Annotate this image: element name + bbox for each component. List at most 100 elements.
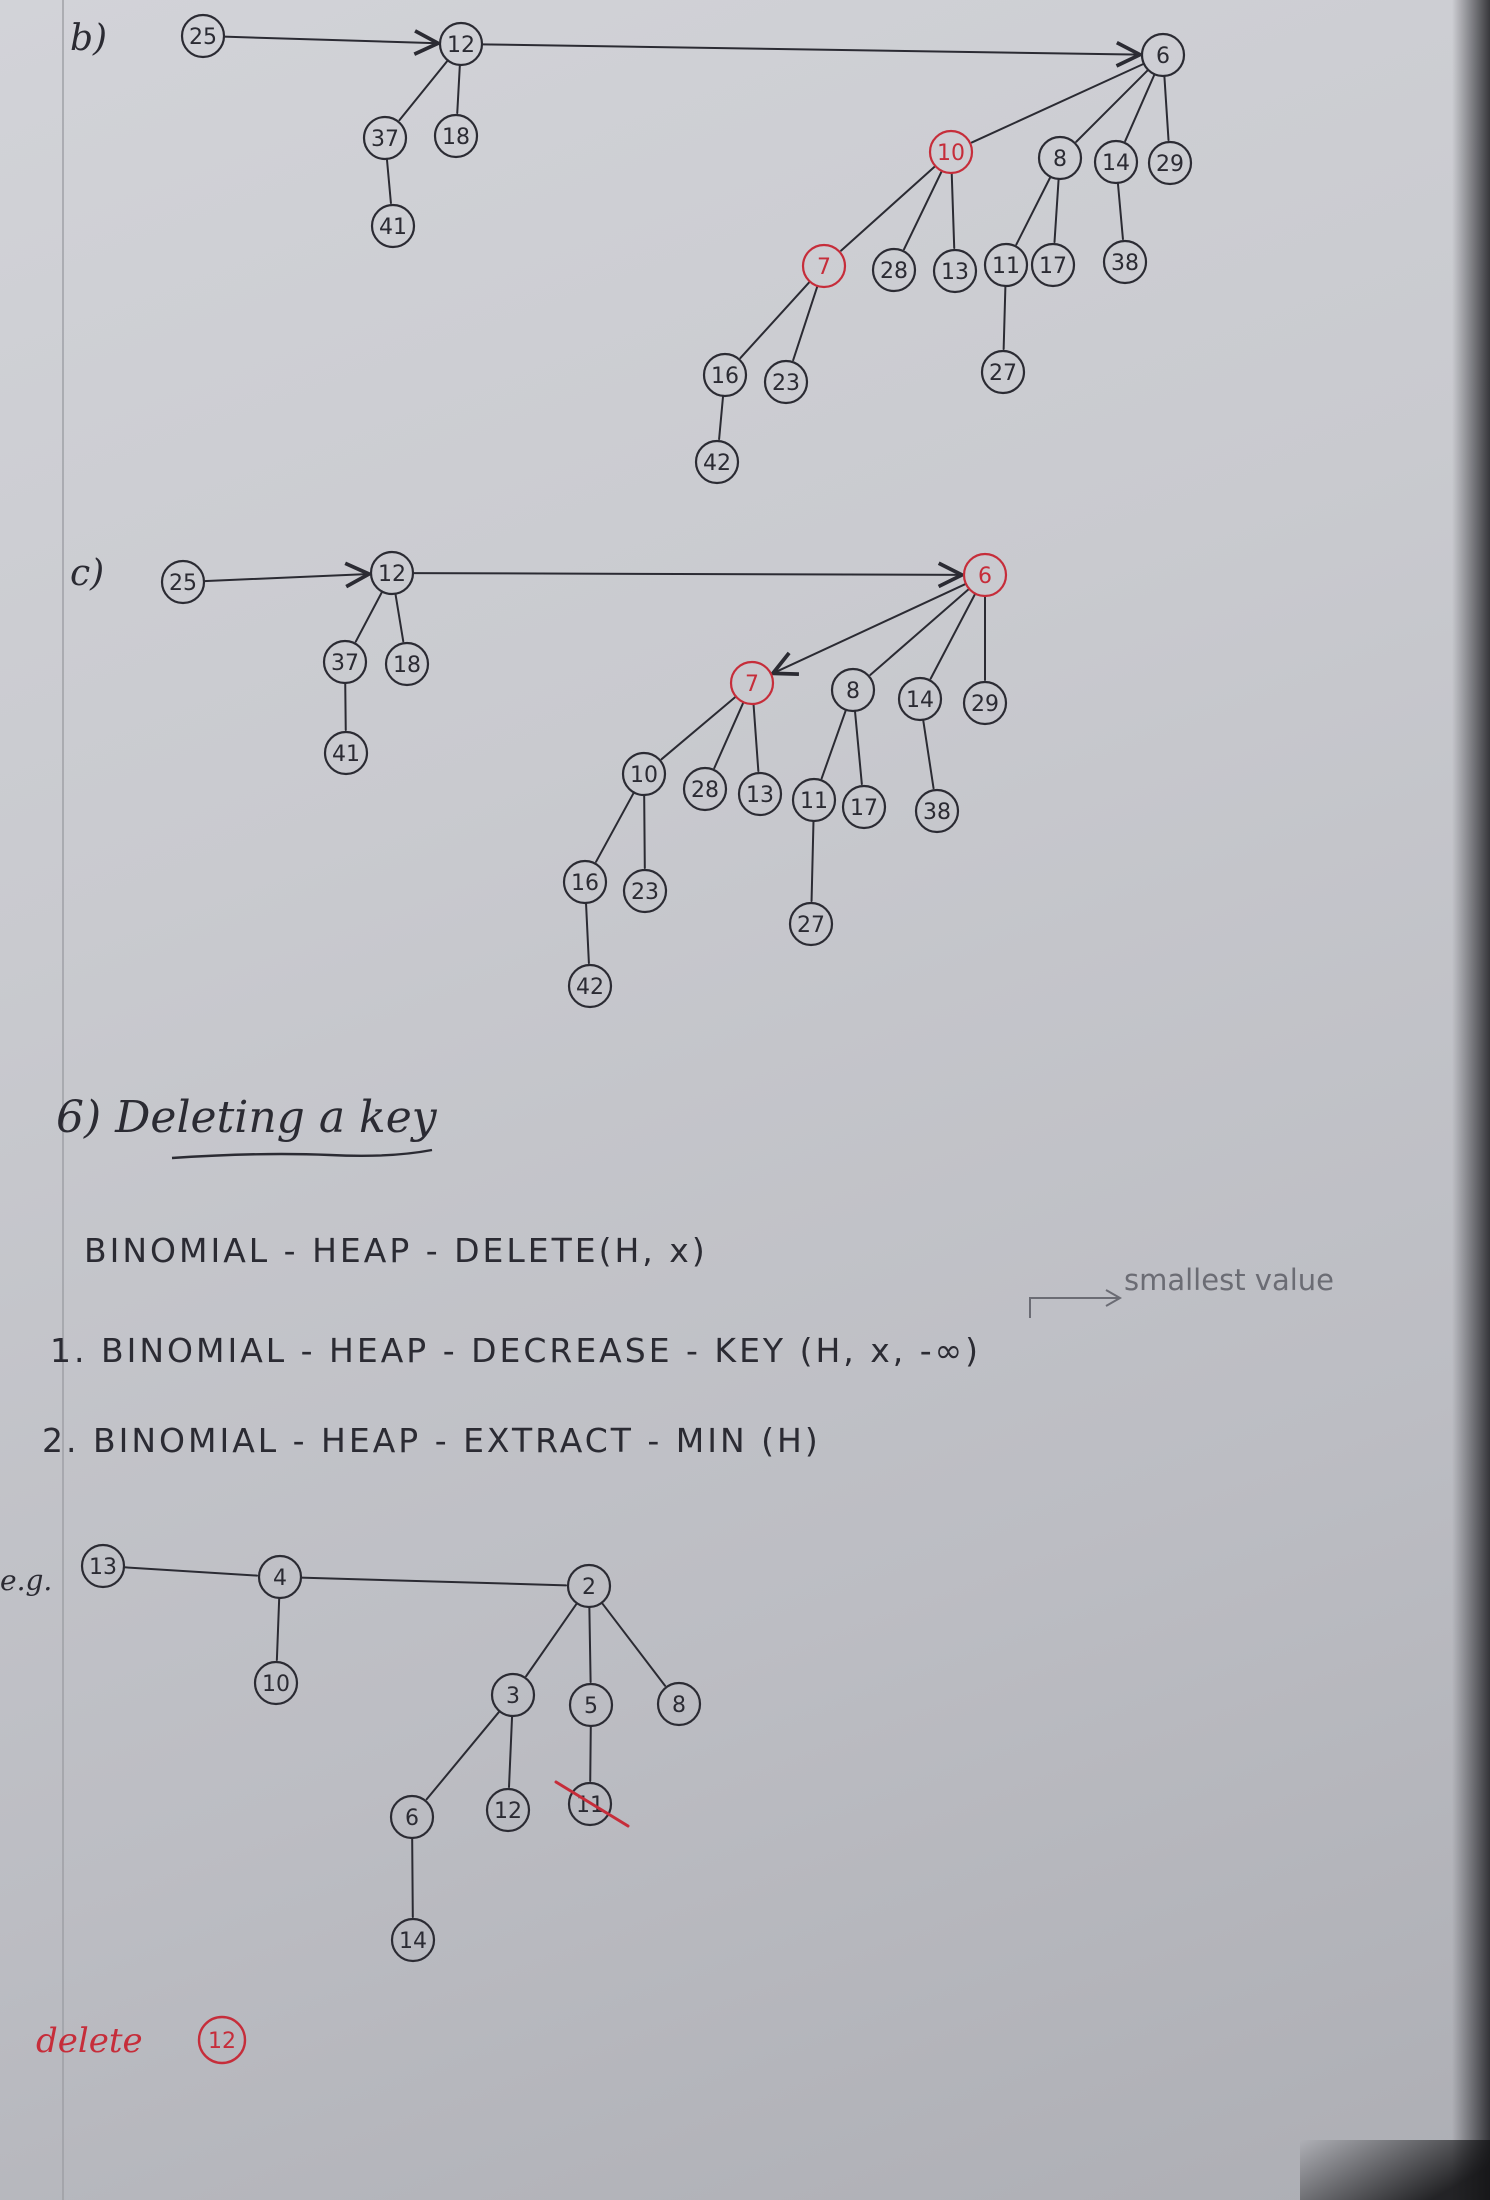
note-arrow (1029, 1297, 1118, 1318)
tree-edge-e-4 (588, 1605, 592, 1684)
heap-node-key-37: 37 (331, 651, 359, 676)
heap-node-circle-38 (914, 788, 960, 834)
heap-node-circle-37 (322, 639, 368, 685)
tree-edge-b-14 (792, 284, 819, 362)
delete-value-circle (197, 2015, 247, 2065)
section-b-label: b) (70, 18, 107, 59)
tree-edge-c-3 (869, 587, 971, 676)
heap-node-key-10: 10 (630, 763, 658, 788)
heap-node-circle-11 (983, 242, 1029, 288)
tree-edge-e-5 (600, 1601, 667, 1687)
heap-node-circle-28 (871, 247, 917, 293)
heap-node-circle-28 (682, 766, 728, 812)
tree-edge-b-15 (1002, 284, 1007, 351)
smallest-value-note: smallest value (1124, 1263, 1334, 1297)
heap-node-key-17: 17 (1039, 254, 1067, 279)
heap-node-key-29: 29 (971, 692, 999, 717)
tree-edge-e-6 (425, 1710, 501, 1801)
heap-node-key-8: 8 (672, 1693, 686, 1718)
heap-node-key-27: 27 (797, 913, 825, 938)
heap-node-circle-42 (567, 963, 613, 1009)
tree-edge-e-7 (507, 1714, 514, 1789)
heap-node-circle-13 (80, 1543, 126, 1589)
heap-node-key-14: 14 (399, 1929, 427, 1954)
heap-node-key-13: 13 (941, 260, 969, 285)
heap-node-circle-4 (257, 1554, 303, 1600)
delete-text: delete (36, 2021, 143, 2061)
heap-node-key-38: 38 (923, 800, 951, 825)
tree-edge-c-7 (713, 701, 745, 769)
heap-node-key-23: 23 (772, 371, 800, 396)
heap-node-key-12: 12 (378, 562, 406, 587)
tree-edge-c-13 (643, 793, 646, 870)
tree-edge-b-0 (398, 59, 449, 122)
heap-node-circle-8 (830, 667, 876, 713)
heap-node-key-27: 27 (989, 361, 1017, 386)
heap-node-key-6: 6 (1156, 44, 1170, 69)
heap-node-key-23: 23 (631, 880, 659, 905)
heap-node-key-7: 7 (745, 672, 759, 697)
tree-edge-b-8 (903, 169, 943, 251)
heap-node-circle-6 (389, 1794, 435, 1840)
heap-node-circle-7 (801, 243, 847, 289)
tree-edge-b-16 (718, 394, 725, 441)
heap-node-circle-5 (568, 1682, 614, 1728)
heap-node-key-6: 6 (978, 564, 992, 589)
tree-edge-c-15 (585, 901, 590, 965)
tree-edge-c-11 (922, 718, 935, 790)
heap-node-circle-38 (1102, 239, 1148, 285)
tree-edge-c-6 (660, 695, 737, 761)
heap-node-key-16: 16 (571, 871, 599, 896)
heap-node-key-8: 8 (846, 679, 860, 704)
heap-node-circle-41 (370, 203, 416, 249)
tree-edge-c-1 (394, 592, 405, 643)
heap-node-circle-11 (567, 1781, 613, 1827)
heap-node-key-28: 28 (691, 778, 719, 803)
heap-node-circle-25 (160, 559, 206, 605)
heap-node-circle-16 (562, 859, 608, 905)
heap-node-key-37: 37 (371, 127, 399, 152)
heap-node-key-17: 17 (850, 796, 878, 821)
heap-node-circle-13 (737, 771, 783, 817)
heap-node-key-11: 11 (992, 254, 1020, 279)
heap-node-key-38: 38 (1111, 251, 1139, 276)
heading-underline (171, 1148, 433, 1160)
heap-node-key-41: 41 (379, 215, 407, 240)
heap-node-circle-14 (897, 676, 943, 722)
page-shadow-right (1452, 0, 1490, 2200)
tree-edge-b-2 (385, 157, 392, 205)
heap-node-key-11: 11 (800, 789, 828, 814)
heap-node-key-14: 14 (1102, 151, 1130, 176)
heap-node-key-13: 13 (746, 783, 774, 808)
heap-node-circle-18 (384, 641, 430, 687)
tree-edge-c-9 (820, 708, 847, 780)
heap-node-key-25: 25 (189, 25, 217, 50)
heap-node-key-2: 2 (582, 1575, 596, 1600)
heap-node-key-29: 29 (1156, 152, 1184, 177)
heap-node-circle-8 (656, 1681, 702, 1727)
heap-node-circle-27 (788, 901, 834, 947)
tree-edge-b-10 (1015, 175, 1052, 246)
tree-edge-b-1 (456, 63, 461, 115)
page-margin-line (62, 0, 64, 2200)
heap-node-circle-12 (438, 21, 484, 67)
heap-node-key-5: 5 (584, 1694, 598, 1719)
heap-node-circle-10 (253, 1660, 299, 1706)
heap-node-circle-17 (1030, 242, 1076, 288)
heap-node-key-10: 10 (937, 141, 965, 166)
heap-node-circle-29 (1147, 140, 1193, 186)
tree-edge-c-0 (354, 590, 384, 643)
heap-node-circle-6 (1140, 32, 1186, 78)
tree-edge-b-11 (1053, 177, 1060, 244)
heap-node-circle-41 (323, 730, 369, 776)
heap-node-key-14: 14 (906, 688, 934, 713)
heap-node-key-42: 42 (576, 975, 604, 1000)
code-title: BINOMIAL - HEAP - DELETE(H, x) (84, 1231, 708, 1270)
heap-node-key-18: 18 (393, 653, 421, 678)
heap-node-circle-13 (932, 248, 978, 294)
root-list-arrow-c-0 (202, 574, 369, 581)
tree-edge-b-12 (1116, 181, 1124, 241)
page-shadow-bottom (1300, 2140, 1490, 2200)
